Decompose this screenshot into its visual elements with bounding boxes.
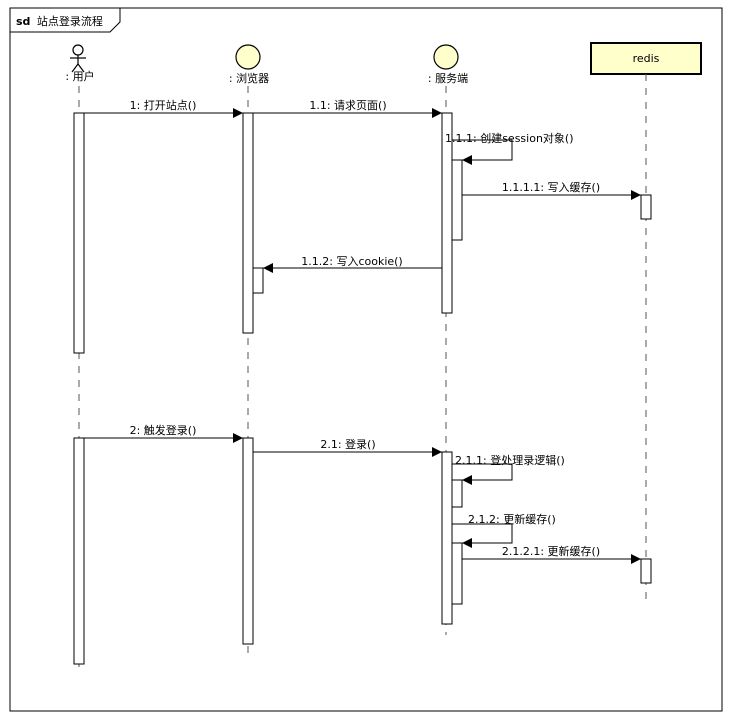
activation-user-1: [73, 112, 85, 354]
message-label: 2.1.2: 更新缓存(): [468, 512, 556, 526]
message-2-1: 2.1: 登录(): [253, 437, 442, 457]
activation-redis-1: [640, 194, 652, 220]
message-2: 2: 触发登录(): [84, 423, 243, 443]
redis-box: [590, 42, 702, 75]
message-label: 2.1: 登录(): [320, 437, 375, 451]
message-1: 1: 打开站点(): [84, 98, 243, 118]
activation-server-2: [441, 451, 453, 625]
message-label: 1.1.1: 创建session对象(): [445, 131, 574, 145]
lifeline-head-browser: : 浏览器: [229, 44, 269, 85]
activation-server-1b: [451, 159, 463, 241]
message-label: 2.1.1: 登处理录逻辑(): [455, 453, 565, 467]
actor-icon: [70, 44, 86, 73]
activation-server-2b: [451, 479, 463, 508]
frame-label-tab: [9, 7, 121, 33]
message-label: 2.1.2.1: 更新缓存(): [502, 544, 600, 558]
message-label: 1: 打开站点(): [130, 98, 197, 112]
activation-browser-1: [242, 112, 254, 334]
activation-server-2c: [451, 542, 463, 605]
activation-browser-1b: [252, 267, 264, 294]
message-2-1-2-self: 2.1.2: 更新缓存(): [452, 512, 556, 548]
message-2-1-1-self: 2.1.1: 登处理录逻辑(): [452, 453, 565, 485]
frame-kind: sd: [16, 15, 30, 28]
message-1-1-2: 1.1.2: 写入cookie(): [263, 255, 442, 273]
frame-label: sd 站点登录流程: [16, 14, 103, 28]
lifeline-label-user: : 用户: [65, 69, 94, 83]
lifeline-head-redis: redis: [590, 42, 702, 75]
activation-browser-2: [242, 437, 254, 645]
message-label: 1.1: 请求页面(): [309, 99, 386, 112]
entity-icon: [433, 44, 459, 70]
lifeline-label-redis: redis: [633, 52, 660, 65]
frame-title: 站点登录流程: [37, 14, 103, 28]
entity-icon: [235, 44, 261, 70]
message-2-1-2-1: 2.1.2.1: 更新缓存(): [462, 544, 641, 564]
diagram-frame: [9, 7, 723, 712]
message-1-1: 1.1: 请求页面(): [253, 99, 442, 118]
lifeline-label-browser: : 浏览器: [229, 71, 269, 85]
message-label: 1.1.2: 写入cookie(): [301, 255, 402, 268]
message-1-1-1-self: 1.1.1: 创建session对象(): [445, 131, 574, 165]
message-label: 2: 触发登录(): [130, 423, 197, 437]
lifeline-label-server: : 服务端: [428, 72, 468, 85]
activation-redis-2: [640, 558, 652, 584]
message-1-1-1-1: 1.1.1.1: 写入缓存(): [462, 180, 641, 200]
activation-user-2: [73, 437, 85, 665]
message-label: 1.1.1.1: 写入缓存(): [502, 180, 600, 194]
lifeline-head-user: : 用户: [65, 44, 95, 83]
lifeline-head-server: : 服务端: [428, 44, 468, 85]
